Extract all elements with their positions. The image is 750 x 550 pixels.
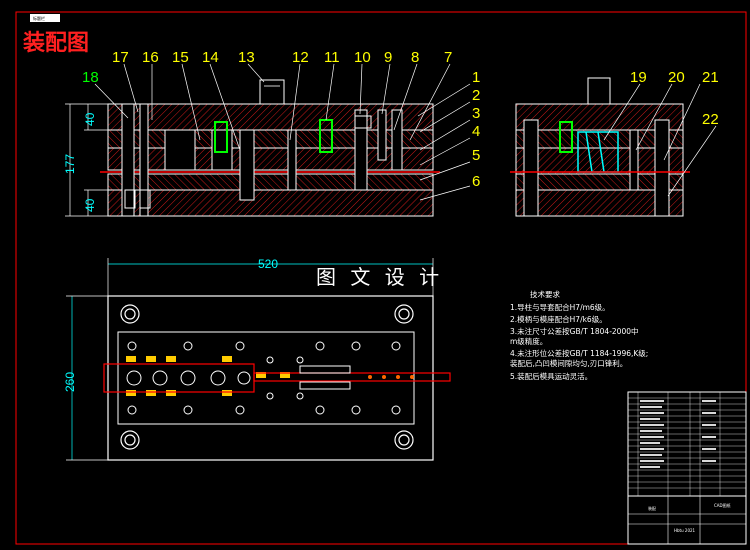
tech-req-item: 4.未注形位公差按GB/T 1184-1996,K级; (510, 348, 648, 358)
side-section-view (510, 77, 690, 217)
tech-req-item: 3.未注尺寸公差按GB/T 1804-2000中 (510, 326, 639, 336)
drawing-title: 装配图 (23, 31, 89, 56)
watermark-text: 图 文 设 计 (316, 265, 443, 289)
title-block-small-label: CAD图纸 (714, 502, 731, 508)
part-no-19: 19 (630, 69, 647, 86)
title-block-drawing-name: 装配 (648, 505, 656, 511)
part-no-21: 21 (702, 69, 719, 86)
tech-req-item: m级精度。 (510, 336, 547, 346)
top-title-tab-label: 标题栏 (33, 15, 45, 21)
part-no-3: 3 (472, 105, 480, 122)
part-no-17: 17 (112, 49, 129, 66)
part-no-14: 14 (202, 49, 219, 66)
part-no-9: 9 (384, 49, 392, 66)
tech-requirements: 技术要求 1.导柱与导套配合H7/m6级。 2.模柄与模座配合H7/k6级。 3… (510, 289, 648, 381)
front-dimension-lines (65, 103, 108, 217)
part-no-2: 2 (472, 87, 480, 104)
part-no-11: 11 (324, 49, 340, 66)
tech-req-item: 2.模柄与模座配合H7/k6级。 (510, 314, 607, 324)
part-no-20: 20 (668, 69, 685, 86)
part-no-1: 1 (472, 69, 480, 86)
part-no-12: 12 (292, 49, 309, 66)
front-section-view (100, 79, 440, 217)
dim-top-plate: 40 (83, 112, 97, 126)
part-no-22: 22 (702, 111, 719, 128)
part-no-5: 5 (472, 147, 480, 164)
tech-req-item: 1.导柱与导套配合H7/m6级。 (510, 302, 610, 312)
tech-req-item: 5.装配后模具运动灵活。 (510, 371, 592, 381)
dim-height-total: 177 (63, 154, 77, 174)
plan-dimension-lines (66, 258, 434, 461)
side-leaders (603, 83, 717, 197)
part-no-15: 15 (172, 49, 189, 66)
part-no-8: 8 (411, 49, 419, 66)
tech-req-heading: 技术要求 (530, 289, 560, 299)
front-leaders (94, 63, 471, 201)
title-block: 装配 CAD图纸 Hbtu 2021 (627, 391, 747, 545)
dim-height-plan: 260 (63, 372, 77, 392)
part-no-7: 7 (444, 49, 452, 66)
title-block-school: Hbtu 2021 (674, 528, 696, 533)
part-no-13: 13 (238, 49, 255, 66)
top-title-tab (30, 14, 60, 22)
drawing-frame (15, 11, 747, 545)
part-no-4: 4 (472, 123, 480, 140)
dim-bottom-plate: 40 (83, 198, 97, 212)
part-no-18: 18 (82, 69, 99, 86)
part-no-16: 16 (142, 49, 159, 66)
part-no-10: 10 (354, 49, 371, 66)
plan-view (103, 295, 451, 461)
tech-req-item: 装配后,凸凹模间隙均匀,刃口锋利。 (510, 358, 627, 368)
part-no-6: 6 (472, 173, 480, 190)
dim-width-plan: 520 (258, 257, 278, 271)
